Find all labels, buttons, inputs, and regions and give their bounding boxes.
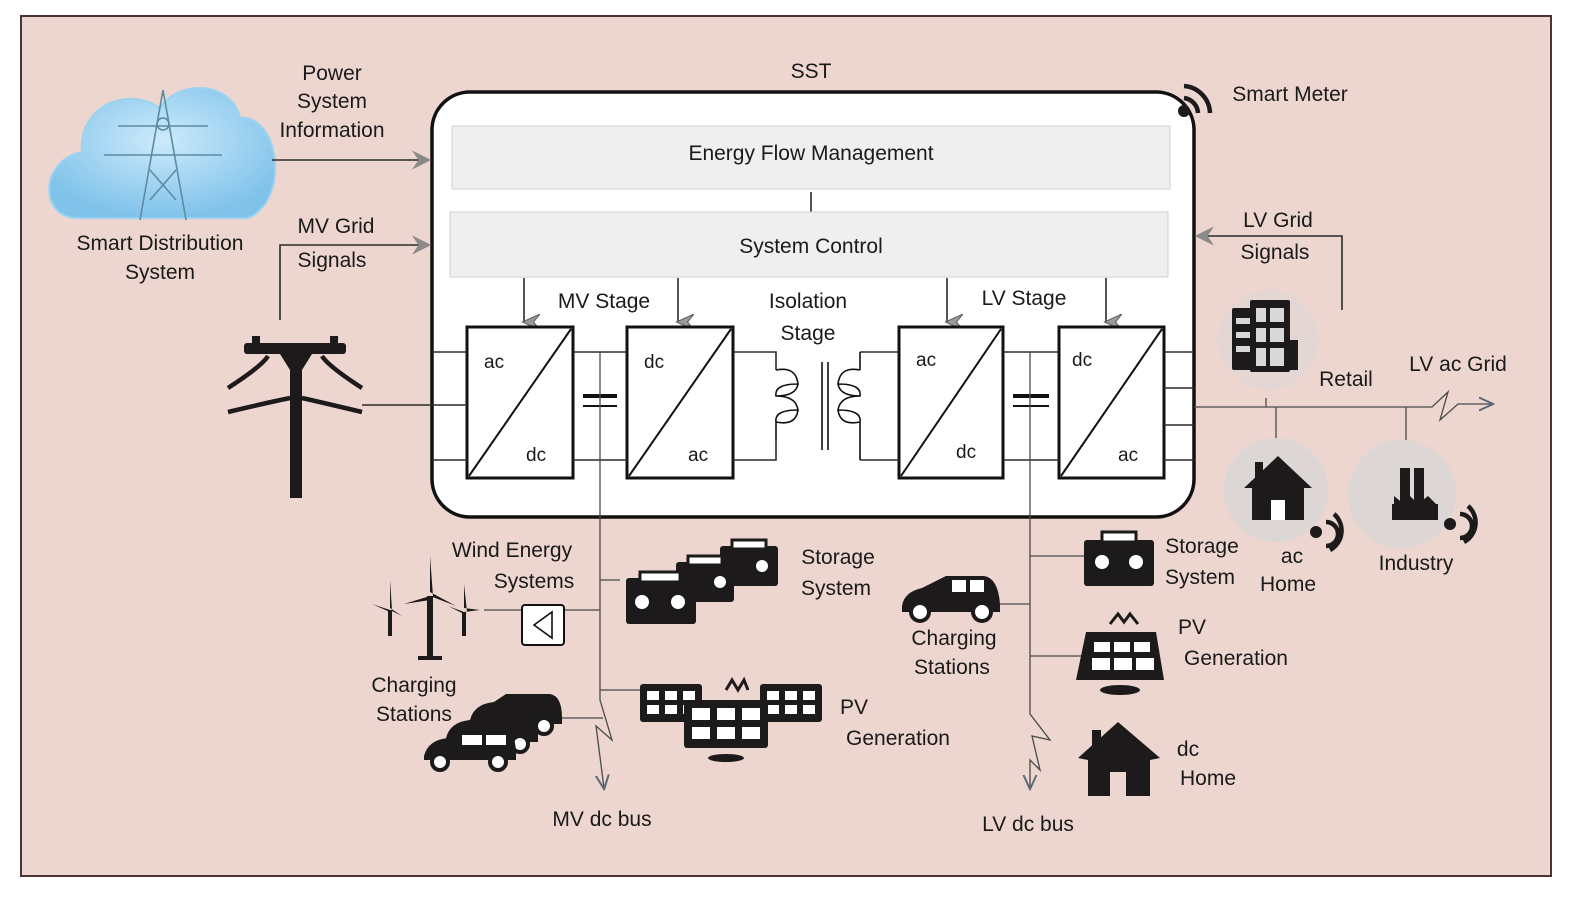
- converter-1-bottom: dc: [526, 445, 546, 466]
- converter-3: ac dc: [897, 325, 1005, 480]
- converter-3-top: ac: [916, 350, 936, 371]
- ac-home-icon: [1224, 438, 1328, 542]
- mv-storage-label-2: System: [801, 577, 871, 600]
- lv-pv-panel-icon: [1076, 611, 1164, 695]
- power-info-label-1: Power: [302, 62, 362, 85]
- mv-dc-bus-label: MV dc bus: [552, 808, 651, 831]
- lv-storage-label-1: Storage: [1165, 535, 1239, 558]
- mv-ev-cars-icon: [424, 694, 562, 772]
- mv-pv-panels-icon: [640, 676, 822, 762]
- converter-4-top: dc: [1072, 350, 1092, 371]
- mv-signals-label-1: MV Grid: [297, 215, 374, 238]
- converter-2-top: dc: [644, 352, 664, 373]
- wind-converter-box: [521, 604, 565, 646]
- mv-signals-label-2: Signals: [298, 249, 367, 272]
- isolation-stage-label-1: Isolation: [769, 290, 847, 313]
- lv-signals-label-1: LV Grid: [1243, 209, 1313, 232]
- wind-label-1: Wind Energy: [452, 539, 573, 562]
- lv-ac-grid-label: LV ac Grid: [1409, 353, 1507, 376]
- power-info-label-2: System: [297, 90, 367, 113]
- utility-pole-icon: [226, 336, 364, 498]
- lv-dc-bus-line: [1030, 352, 1052, 788]
- retail-building-icon: [1218, 290, 1318, 390]
- converter-4-bottom: ac: [1118, 445, 1138, 466]
- sst-title: SST: [791, 60, 832, 83]
- system-control-panel: System Control: [449, 211, 1169, 278]
- lv-pv-label-1: PV: [1178, 616, 1206, 639]
- converter-1-top: ac: [484, 352, 504, 373]
- converter-1: ac dc: [465, 325, 575, 480]
- dc-home-icon: [1078, 722, 1160, 796]
- mv-storage-label-1: Storage: [801, 546, 875, 569]
- lv-signals-label-2: Signals: [1241, 241, 1310, 264]
- smart-distribution-cloud: [48, 87, 277, 221]
- converter-4: dc ac: [1057, 325, 1166, 480]
- cloud-label-1: Smart Distribution: [77, 232, 244, 255]
- wind-turbines-icon: [372, 556, 480, 660]
- energy-flow-management-panel: Energy Flow Management: [451, 125, 1171, 190]
- mv-stage-label: MV Stage: [558, 290, 650, 313]
- lv-storage-label-2: System: [1165, 566, 1235, 589]
- retail-label: Retail: [1319, 368, 1373, 391]
- power-info-label-3: Information: [279, 119, 384, 142]
- mv-pv-label-1: PV: [840, 696, 868, 719]
- mv-dc-bus-line: [596, 352, 614, 788]
- lv-storage-battery-icon: [1084, 530, 1154, 586]
- transmission-tower-icon: [104, 89, 222, 221]
- dc-home-label-1: dc: [1177, 738, 1199, 761]
- energy-flow-label: Energy Flow Management: [688, 142, 933, 165]
- lv-ac-grid-line: [1194, 389, 1492, 422]
- lv-stage-label: LV Stage: [982, 287, 1067, 310]
- lv-pv-label-2: Generation: [1184, 647, 1288, 670]
- dc-home-label-2: Home: [1180, 767, 1236, 790]
- mv-signals-arrow: [279, 235, 432, 320]
- lv-ev-car-icon: [902, 576, 1000, 623]
- lv-charging-label-2: Stations: [914, 656, 990, 679]
- smart-meter-wifi-icon: [1178, 83, 1213, 117]
- mv-charging-label-1: Charging: [371, 674, 456, 697]
- converter-3-bottom: dc: [956, 442, 976, 463]
- ac-home-wifi-icon: [1310, 512, 1344, 552]
- mv-charging-label-2: Stations: [376, 703, 452, 726]
- industry-label: Industry: [1379, 552, 1454, 575]
- ac-home-label-1: ac: [1281, 545, 1303, 568]
- isolation-stage-label-2: Stage: [781, 322, 836, 345]
- system-control-label: System Control: [739, 235, 883, 258]
- converter-2: dc ac: [625, 325, 735, 480]
- lv-charging-label-1: Charging: [911, 627, 996, 650]
- lv-signals-arrow: [1194, 226, 1343, 310]
- lv-dc-bus-label: LV dc bus: [982, 813, 1074, 836]
- smart-meter-label: Smart Meter: [1232, 83, 1348, 106]
- industry-factory-icon: [1348, 440, 1456, 548]
- mv-pv-label-2: Generation: [846, 727, 950, 750]
- cloud-label-2: System: [125, 261, 195, 284]
- isolation-transformer-icon: [775, 352, 861, 460]
- ac-home-label-2: Home: [1260, 573, 1316, 596]
- industry-wifi-icon: [1444, 504, 1478, 544]
- mv-storage-batteries-icon: [626, 538, 778, 624]
- converter-2-bottom: ac: [688, 445, 708, 466]
- lv-dc-capacitor: [1013, 394, 1049, 407]
- wind-label-2: Systems: [494, 570, 575, 593]
